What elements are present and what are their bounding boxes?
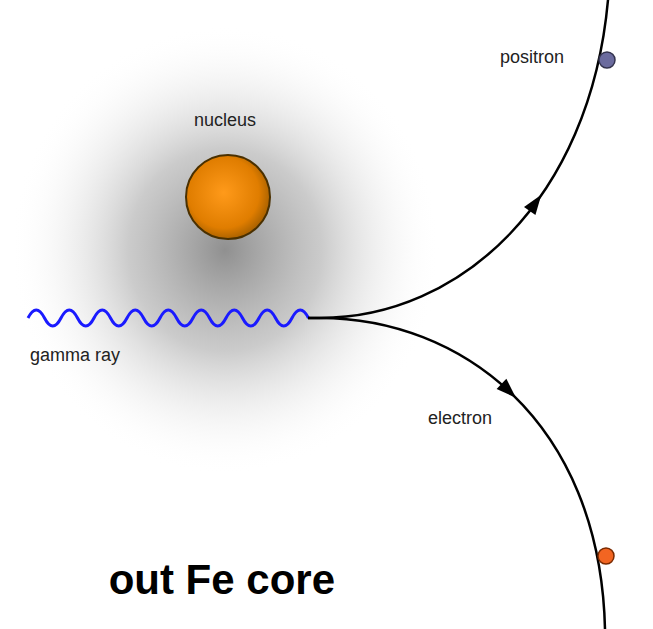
nucleus-circle: [186, 155, 270, 239]
particle-label: positron: [500, 47, 564, 69]
field-glow: [10, 25, 440, 475]
heading-fragment: out Fe core: [109, 555, 335, 605]
nucleus-label: nucleus: [194, 110, 256, 132]
photon-label: gamma ray: [30, 345, 120, 367]
gamma-wave: [28, 310, 309, 326]
arrow-head: [524, 191, 547, 215]
positron-dot: [599, 52, 615, 68]
arrow-head: [497, 379, 521, 403]
positron-track: [308, 0, 608, 318]
particle-label: electron: [428, 408, 492, 430]
electron-track: [308, 318, 605, 629]
electron-dot: [598, 548, 614, 564]
